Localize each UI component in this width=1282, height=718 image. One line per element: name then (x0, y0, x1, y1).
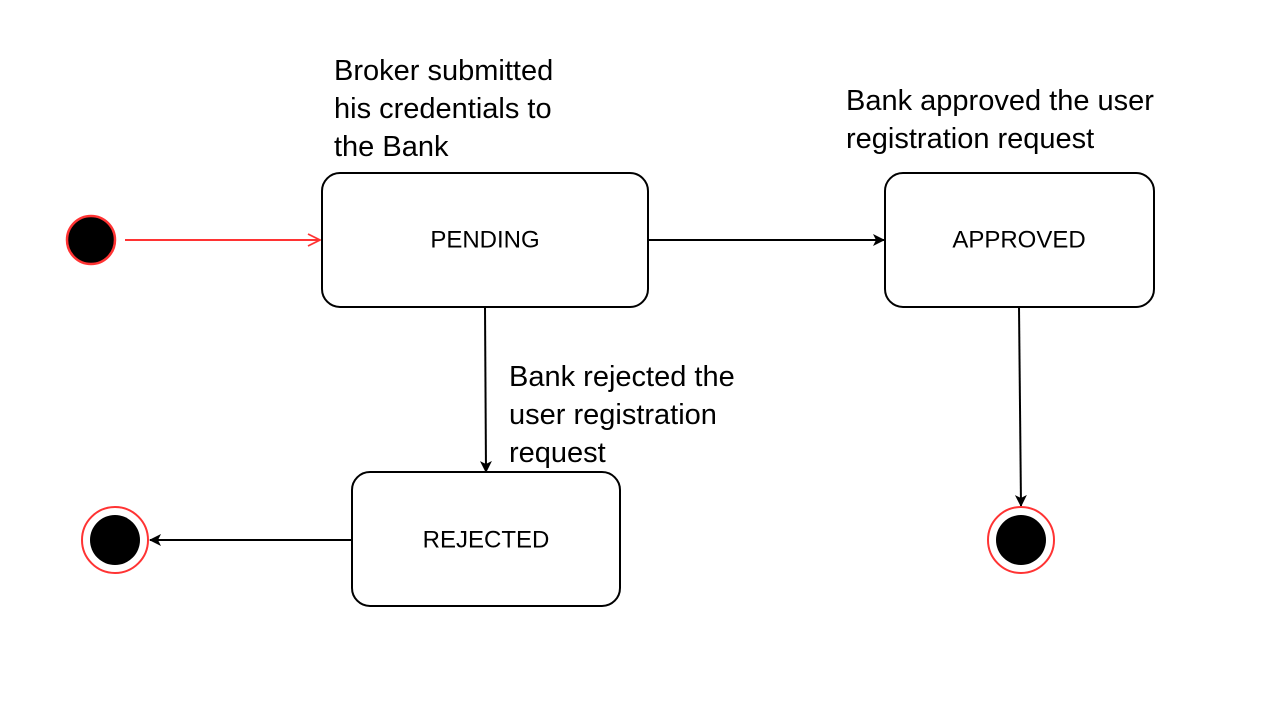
final-node-approved (987, 506, 1055, 574)
transition-label-rejected-line: Bank rejected the (509, 361, 735, 393)
pending-to-rejected-arrow (479, 306, 492, 473)
state-pending: PENDING (321, 172, 649, 308)
transition-label-submitted: Broker submitted his credentials to the … (334, 55, 561, 163)
transition-label-approved: Bank approved the user registration requ… (846, 85, 1162, 155)
approved-to-final-arrow (1014, 306, 1027, 507)
state-approved-label: APPROVED (952, 227, 1085, 254)
state-rejected-label: REJECTED (423, 527, 550, 554)
transition-label-approved-line: Bank approved the user (846, 85, 1154, 117)
transition-label-rejected-line: request (509, 437, 606, 469)
transition-label-submitted-line: his credentials to (334, 93, 552, 125)
state-rejected: REJECTED (351, 471, 621, 607)
transition-label-approved-line: registration request (846, 123, 1094, 155)
state-pending-label: PENDING (430, 227, 539, 254)
initial-node (65, 214, 117, 266)
transition-label-rejected: Bank rejected the user registration requ… (509, 361, 743, 469)
transition-label-rejected-line: user registration (509, 399, 717, 431)
transition-label-submitted-line: the Bank (334, 131, 449, 163)
final-node-rejected (81, 506, 149, 574)
transition-label-submitted-line: Broker submitted (334, 55, 553, 87)
state-approved: APPROVED (884, 172, 1155, 308)
